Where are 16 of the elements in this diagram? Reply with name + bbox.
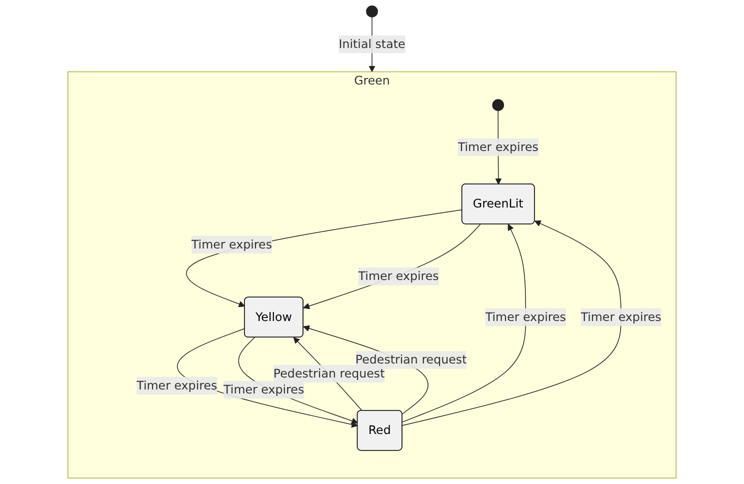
node-circle <box>492 99 504 111</box>
arrow <box>402 224 526 422</box>
edge-label: Timer expires <box>136 378 218 392</box>
edge-label: Initial state <box>338 37 406 52</box>
edge-label: Pedestrian request <box>273 366 385 380</box>
arrow <box>402 220 622 426</box>
edge-label: Timer expires <box>224 382 304 396</box>
edge-label: Timer expires <box>191 237 272 252</box>
edge-label: Timer expires <box>458 140 538 154</box>
node-circle <box>366 6 378 18</box>
edge-label: Timer expires <box>358 269 439 284</box>
edge-label: Timer expires <box>580 310 662 324</box>
edge-label: Pedestrian request <box>355 352 467 367</box>
arrow <box>186 209 463 308</box>
arrow <box>303 224 481 310</box>
edge-label: Timer expires <box>485 310 566 324</box>
